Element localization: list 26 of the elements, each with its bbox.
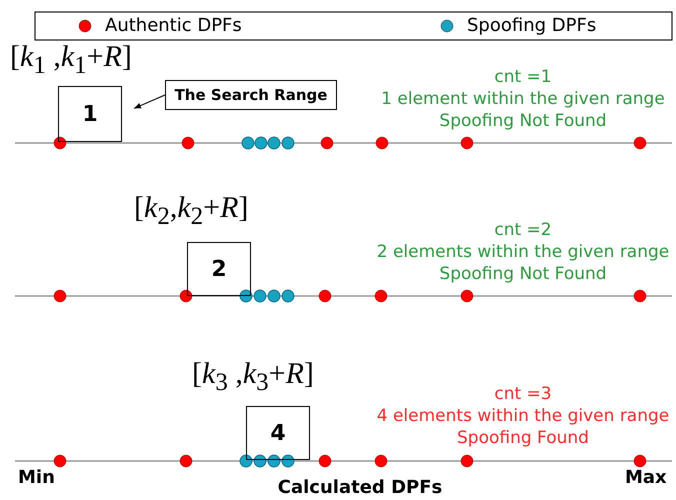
count-label: cnt =2 [493, 221, 553, 241]
count-label: cnt =1 [493, 68, 553, 88]
legend-label: Authentic DPFs [105, 15, 242, 36]
result-text: 2 elements within the given range [376, 243, 670, 263]
result-text: Spoofing Not Found [438, 265, 608, 285]
axis-title: Calculated DPFs [276, 478, 444, 499]
result-text: Spoofing Found [456, 429, 590, 449]
search-range-box [187, 242, 251, 296]
search-range-box [58, 86, 122, 142]
count-number: 1 [82, 102, 98, 126]
count-number: 2 [211, 256, 227, 282]
axis-max-label: Max [625, 468, 667, 489]
leader-arrow [134, 94, 166, 109]
callout-box [165, 80, 337, 110]
interval-label: [k$_{2}$,k$_{2}$+R] [134, 191, 248, 232]
callout-text: The Search Range [174, 86, 328, 104]
result-text: 4 elements within the given range [376, 407, 670, 427]
count-label: cnt =3 [493, 385, 553, 405]
result-text: 1 element within the given range [380, 90, 666, 110]
result-text: Spoofing Not Found [438, 112, 608, 132]
axis-min-label: Min [18, 468, 55, 489]
interval-label: [k$_{1}$ ,k$_{1}$+R] [10, 40, 132, 81]
search-range-box [246, 406, 310, 460]
legend-label: Spoofing DPFs [467, 15, 596, 36]
count-number: 4 [270, 420, 286, 446]
interval-label: [k$_{3}$ ,k$_{3}$+R] [192, 357, 314, 398]
